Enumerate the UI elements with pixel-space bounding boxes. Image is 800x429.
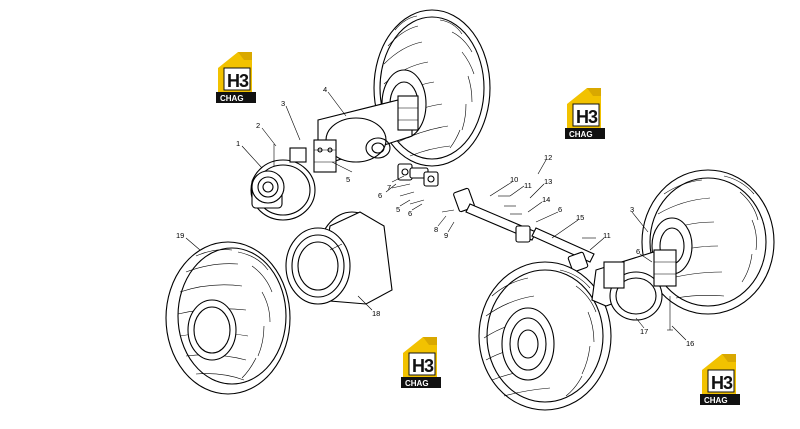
wheel-rim [285,211,393,305]
callout-16: 16 [686,339,694,348]
watermark-logo-3: H 3 CHAG [400,336,442,389]
callout-19: 19 [176,231,184,240]
watermark-logo-2: H 3 CHAG [564,87,606,140]
svg-text:3: 3 [239,71,249,91]
callout-5-second: 5 [396,205,400,214]
callout-14: 14 [542,195,550,204]
svg-text:3: 3 [723,373,733,393]
callout-3-second: 3 [630,205,634,214]
axle-housing-rear [591,249,677,331]
tire-left [165,241,291,395]
svg-text:H: H [412,356,425,376]
tire-right-front [478,261,612,411]
callout-9: 9 [444,231,448,240]
svg-text:CHAG: CHAG [405,379,429,388]
svg-text:CHAG: CHAG [569,130,593,139]
callout-10: 10 [510,175,518,184]
callout-6-fourth: 6 [636,247,640,256]
callout-1: 1 [236,139,240,148]
callout-11: 11 [524,181,532,190]
callout-17: 17 [640,327,648,336]
callout-5: 5 [346,175,350,184]
svg-text:3: 3 [424,356,434,376]
leader-lines [185,91,687,341]
callout-18: 18 [372,309,380,318]
svg-text:3: 3 [588,107,598,127]
callout-8: 8 [434,225,438,234]
axle-housing-top [313,95,419,173]
callout-6-second: 6 [408,209,412,218]
callout-12: 12 [544,153,552,162]
callout-6-third: 6 [558,205,562,214]
svg-text:H: H [711,373,724,393]
callout-3: 3 [281,99,285,108]
callout-15: 15 [576,213,584,222]
universal-joint [391,163,439,205]
drive-shaft [441,187,596,273]
callout-11-second: 11 [603,231,611,240]
svg-text:CHAG: CHAG [220,94,244,103]
svg-text:CHAG: CHAG [704,396,728,405]
callout-2: 2 [256,121,260,130]
watermark-logo-1: H 3 CHAG [215,51,257,104]
callout-6: 6 [378,191,382,200]
watermark-logo-4: H 3 CHAG [699,353,741,406]
svg-text:H: H [227,71,240,91]
svg-text:H: H [576,107,589,127]
wheel-hub [250,144,316,221]
callout-13: 13 [544,177,552,186]
callouts: 1 2 3 4 5 6 7 5 6 8 9 10 11 12 13 14 6 1… [176,85,694,348]
callout-7: 7 [387,183,391,192]
callout-4: 4 [323,85,327,94]
